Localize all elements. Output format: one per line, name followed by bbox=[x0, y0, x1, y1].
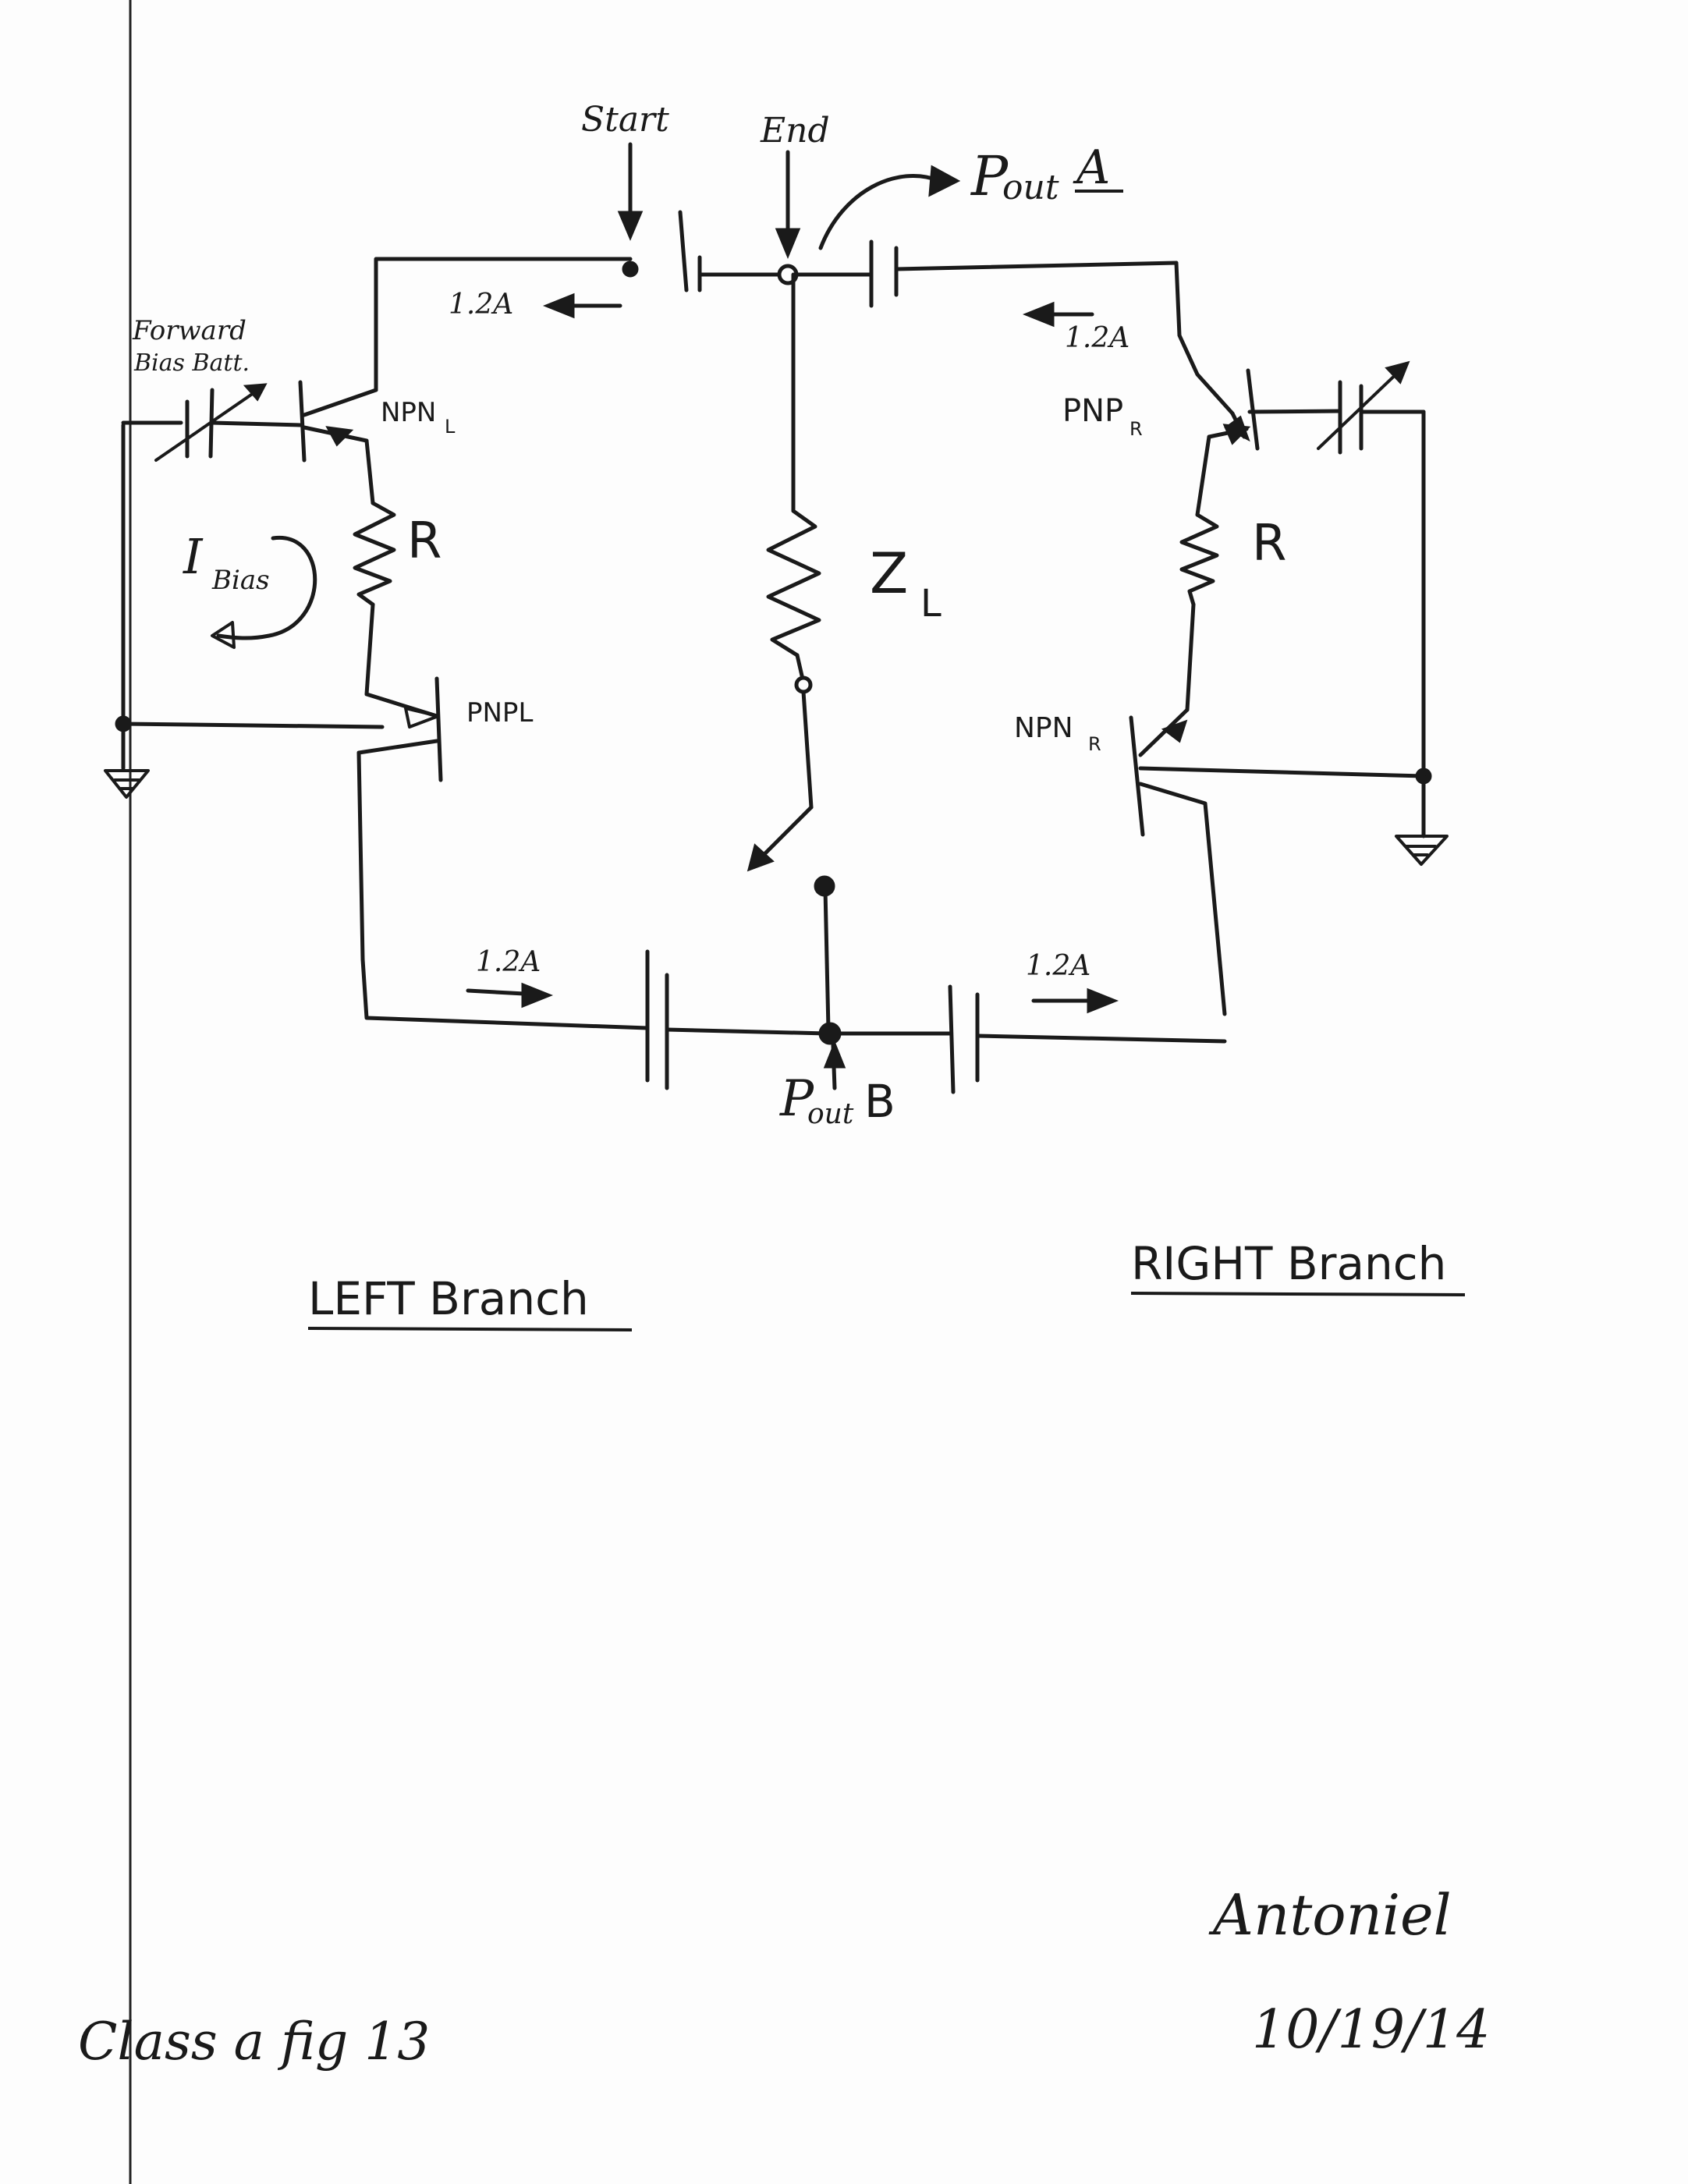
forward-bias-label-line2: Bias Batt. bbox=[133, 349, 250, 377]
pout-a-letter: A bbox=[1073, 140, 1110, 195]
right-ground-icon bbox=[1395, 768, 1449, 866]
signature: Antoniel bbox=[1208, 1882, 1452, 1948]
right-branch-label: RIGHT Branch bbox=[1131, 1237, 1446, 1290]
end-label: End bbox=[760, 111, 830, 151]
pnp-r-sub: R bbox=[1129, 418, 1143, 440]
left-branch-underline bbox=[307, 1327, 633, 1331]
left-resistor-label: R bbox=[407, 512, 442, 570]
current-bottom-right: 1.2A bbox=[1026, 950, 1090, 982]
npn-r-sub: R bbox=[1088, 733, 1101, 755]
center-load-branch bbox=[746, 272, 821, 872]
pnp-l-transistor bbox=[356, 676, 443, 962]
right-branch-underline bbox=[1130, 1292, 1466, 1296]
footer-caption: Class a fig 13 bbox=[78, 2012, 430, 2072]
left-ground-icon bbox=[104, 715, 150, 799]
current-top-left: 1.2A bbox=[449, 289, 513, 321]
npn-r-transistor bbox=[1129, 707, 1426, 1016]
date: 10/19/14 bbox=[1252, 1999, 1490, 2061]
ibias-loop-arrow bbox=[211, 536, 317, 649]
top-right-current-arrow bbox=[1022, 301, 1094, 328]
current-bottom-left: 1.2A bbox=[476, 946, 541, 978]
current-top-right: 1.2A bbox=[1065, 322, 1129, 354]
right-resistor-label: R bbox=[1252, 515, 1286, 573]
pout-b-sub: out bbox=[807, 1098, 854, 1130]
top-left-current-arrow bbox=[542, 292, 622, 319]
center-switch-contact bbox=[814, 875, 835, 1032]
top-battery-start bbox=[678, 210, 702, 292]
top-battery-right bbox=[869, 239, 899, 308]
npn-l-transistor bbox=[298, 380, 378, 505]
pout-a-arrow bbox=[818, 165, 961, 250]
ibias-sub: Bias bbox=[211, 565, 270, 596]
pnp-r-transistor bbox=[1207, 368, 1342, 451]
load-sub: L bbox=[920, 582, 942, 626]
right-resistor bbox=[1179, 434, 1219, 712]
npn-l-label: NPN bbox=[381, 397, 436, 428]
load-label: Z bbox=[870, 541, 908, 606]
ibias-main: I bbox=[183, 528, 204, 585]
end-arrow bbox=[775, 150, 801, 259]
bottom-left-rail bbox=[360, 949, 829, 1090]
pout-b-node bbox=[818, 1022, 846, 1090]
left-forward-bias-battery bbox=[154, 383, 268, 462]
bottom-right-current-arrow bbox=[1031, 987, 1119, 1014]
pnp-r-label: PNP bbox=[1062, 393, 1123, 429]
npn-l-sub: L bbox=[445, 416, 456, 438]
start-node bbox=[622, 261, 639, 278]
right-bias-battery bbox=[1317, 360, 1426, 778]
left-resistor bbox=[353, 501, 440, 729]
bottom-right-rail bbox=[831, 984, 1227, 1094]
pout-a-p: P bbox=[970, 144, 1009, 208]
pout-b-p: P bbox=[779, 1070, 814, 1128]
npn-r-label: NPN bbox=[1014, 712, 1073, 744]
left-branch-label: LEFT Branch bbox=[308, 1272, 589, 1325]
start-label: Start bbox=[581, 100, 669, 140]
bottom-left-current-arrow bbox=[466, 982, 554, 1009]
pnp-l-label: PNPL bbox=[466, 697, 533, 729]
left-bias-loop bbox=[121, 420, 385, 771]
pout-b-letter: B bbox=[864, 1075, 895, 1128]
start-arrow bbox=[617, 142, 644, 241]
forward-bias-label-line1: Forward bbox=[132, 315, 246, 346]
pout-a-sub: out bbox=[1002, 168, 1059, 207]
